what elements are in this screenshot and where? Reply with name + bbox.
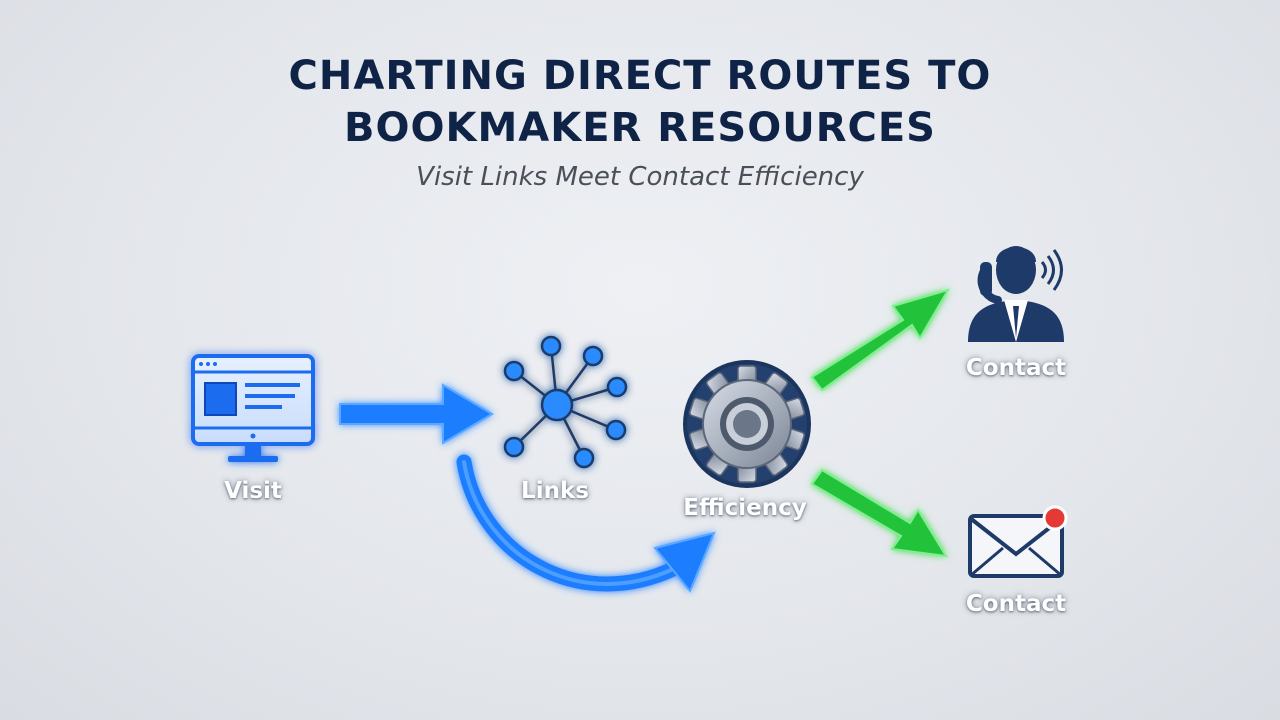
arrow-links-to-efficiency-curved bbox=[456, 454, 716, 593]
arrow-visit-to-links bbox=[339, 383, 494, 445]
envelope-notification-icon bbox=[968, 505, 1068, 578]
gear-icon bbox=[683, 360, 811, 488]
page-subtitle: Visit Links Meet Contact Efficiency bbox=[416, 162, 864, 192]
node-label-contact-phone: Contact bbox=[965, 355, 1067, 381]
computer-monitor-icon bbox=[191, 354, 315, 462]
node-label-links: Links bbox=[521, 478, 589, 504]
node-label-efficiency: Efficiency bbox=[683, 495, 807, 521]
node-label-visit: Visit bbox=[224, 478, 282, 504]
network-hub-icon bbox=[503, 335, 628, 469]
title-line-2: BOOKMAKER RESOURCES bbox=[343, 105, 936, 151]
person-phone-icon bbox=[968, 246, 1064, 342]
arrow-efficiency-to-email-contact bbox=[810, 468, 948, 558]
node-label-contact-email: Contact bbox=[965, 591, 1067, 617]
title-line-1: CHARTING DIRECT ROUTES TO bbox=[288, 53, 992, 99]
arrow-efficiency-to-phone-contact bbox=[810, 288, 951, 392]
page-title: CHARTING DIRECT ROUTES TO BOOKMAKER RESO… bbox=[0, 50, 1280, 154]
notification-dot bbox=[1042, 505, 1068, 531]
